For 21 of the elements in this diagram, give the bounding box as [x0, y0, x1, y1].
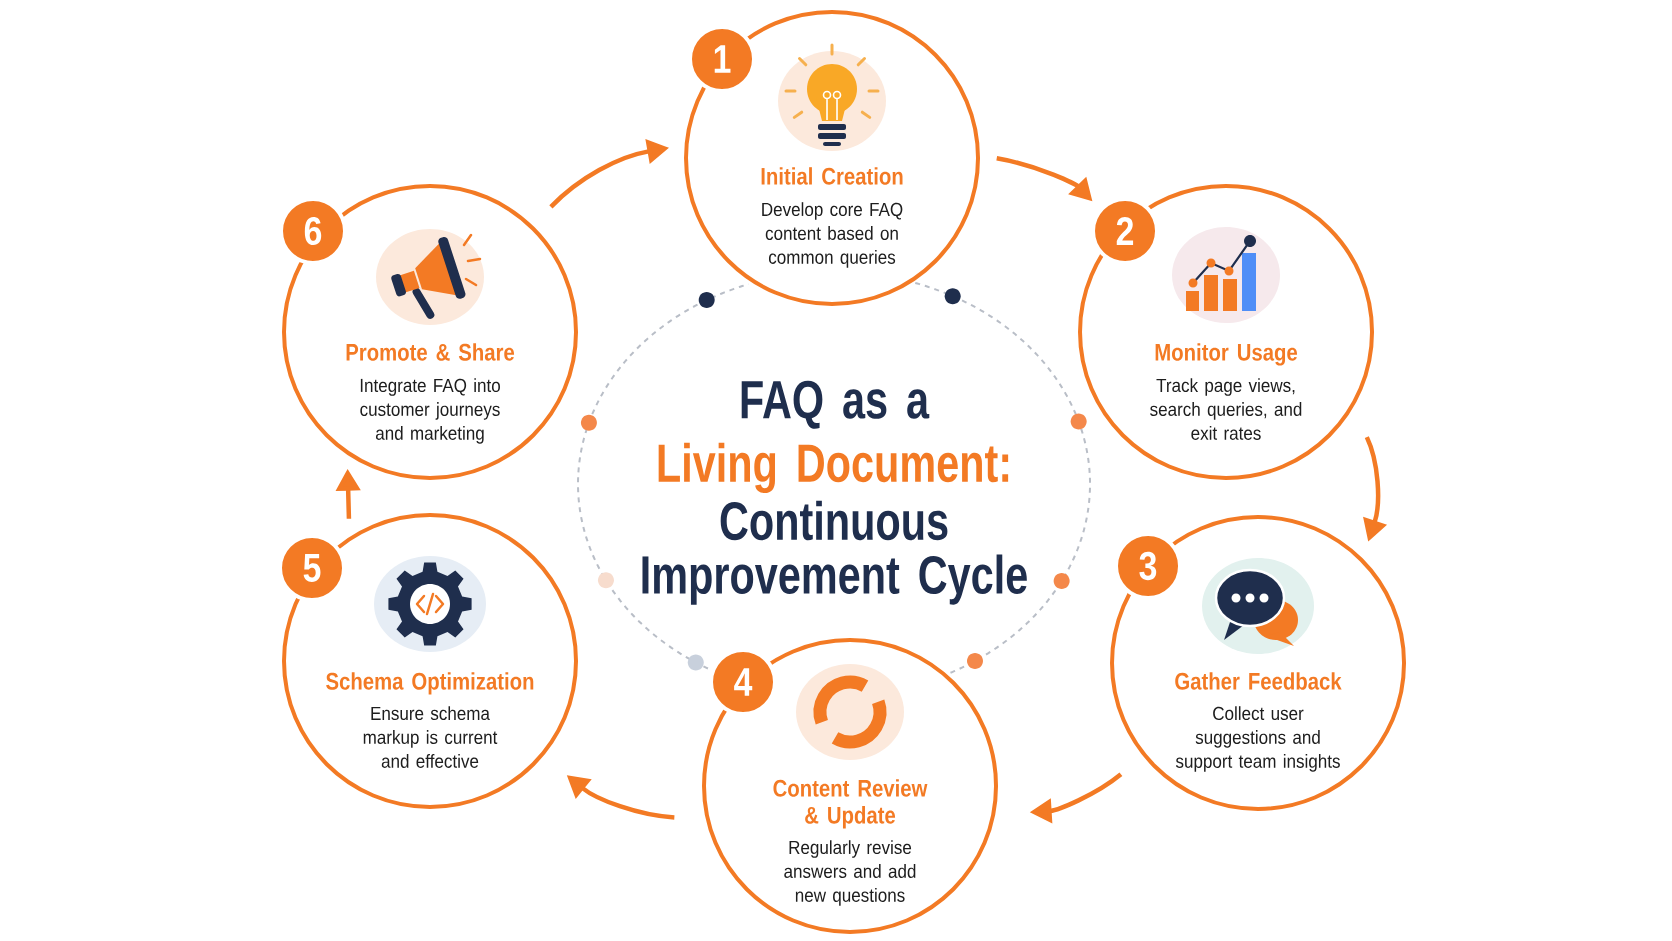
number-badge: 1: [688, 25, 756, 93]
step-title: Gather Feedback: [1175, 672, 1342, 690]
step-description: Develop core FAQ content based on common queries: [762, 202, 903, 268]
step-description: Integrate FAQ into customer journeys and marketing: [360, 378, 500, 444]
number-badge: 5: [278, 534, 346, 602]
heading: Continuous Improvement Cycle: [642, 500, 1027, 605]
step-description: Ensure schema markup is current and effective: [363, 706, 498, 768]
step-title: Content Review & Update: [773, 779, 928, 829]
heading: FAQ as a: [741, 380, 930, 429]
step-title: Schema Optimization: [326, 672, 534, 695]
number-badge: 4: [709, 648, 777, 716]
step-description: Collect user suggestions and support team insights: [1175, 706, 1340, 772]
number-badge: 6: [279, 197, 347, 265]
step-description: Track page views, search queries, and exit rates: [1150, 378, 1302, 440]
heading: Living Document:: [658, 442, 1009, 494]
step-title: Monitor Usage: [1155, 343, 1298, 366]
number-badge: 3: [1114, 532, 1182, 600]
step-title: Initial Creation: [761, 167, 903, 185]
step-description: Regularly revise answers and add new questions: [784, 840, 916, 906]
step-title: Promote & Share: [346, 343, 515, 361]
number-badge: 2: [1091, 197, 1159, 265]
